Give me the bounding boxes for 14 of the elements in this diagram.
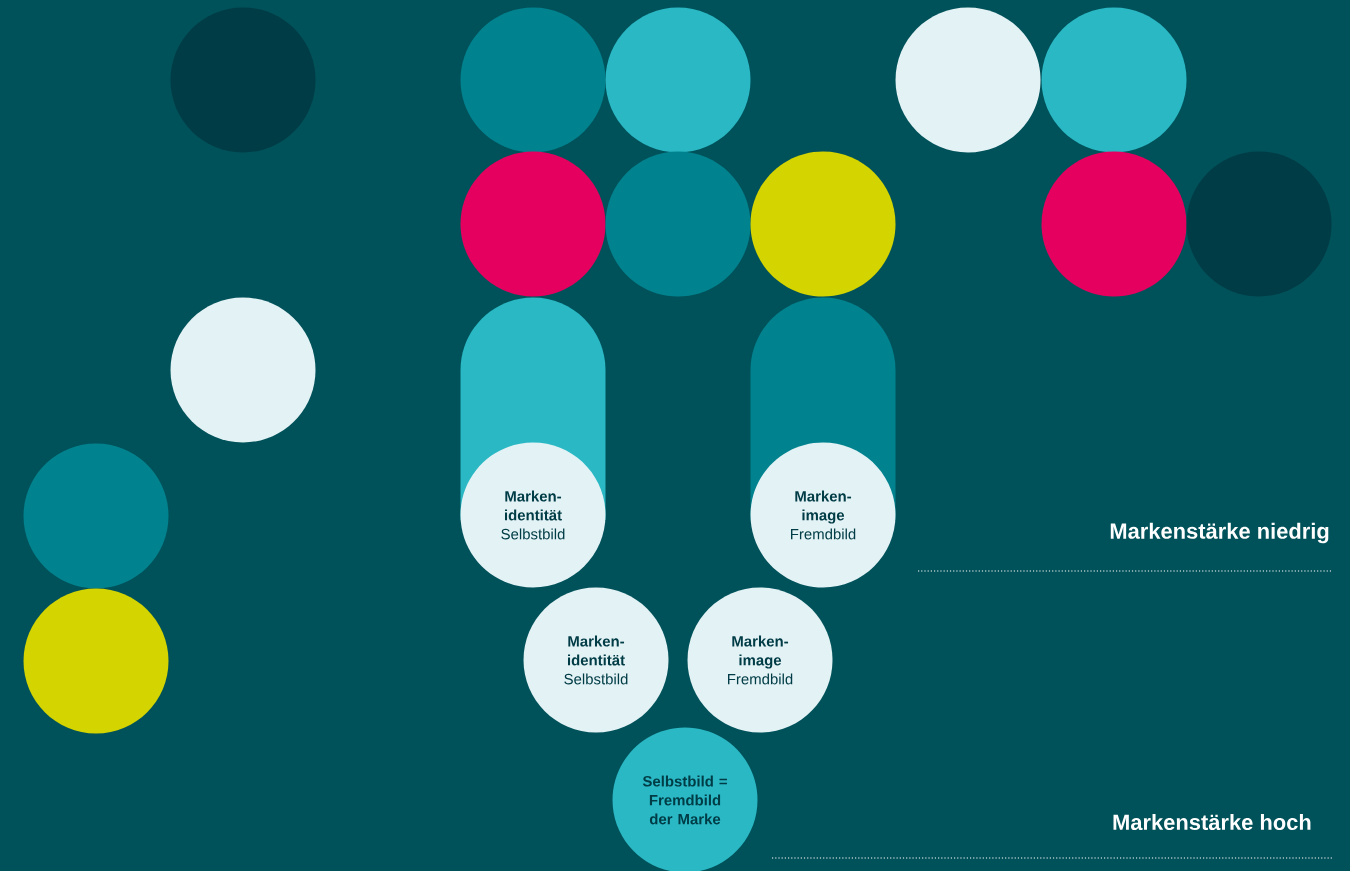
heading-label: Markenstärke hoch <box>1113 813 1311 831</box>
circle <box>605 7 751 153</box>
circle <box>460 7 606 153</box>
circle <box>1041 7 1187 153</box>
heading-label: Markenstärke niedrig <box>1110 522 1329 544</box>
circle <box>895 7 1041 153</box>
circle <box>23 443 169 589</box>
circle <box>460 151 606 297</box>
circle <box>23 588 169 734</box>
circle <box>170 297 316 443</box>
circle <box>1186 151 1332 297</box>
circle <box>1041 151 1187 297</box>
circle <box>605 151 751 297</box>
circle <box>750 151 896 297</box>
